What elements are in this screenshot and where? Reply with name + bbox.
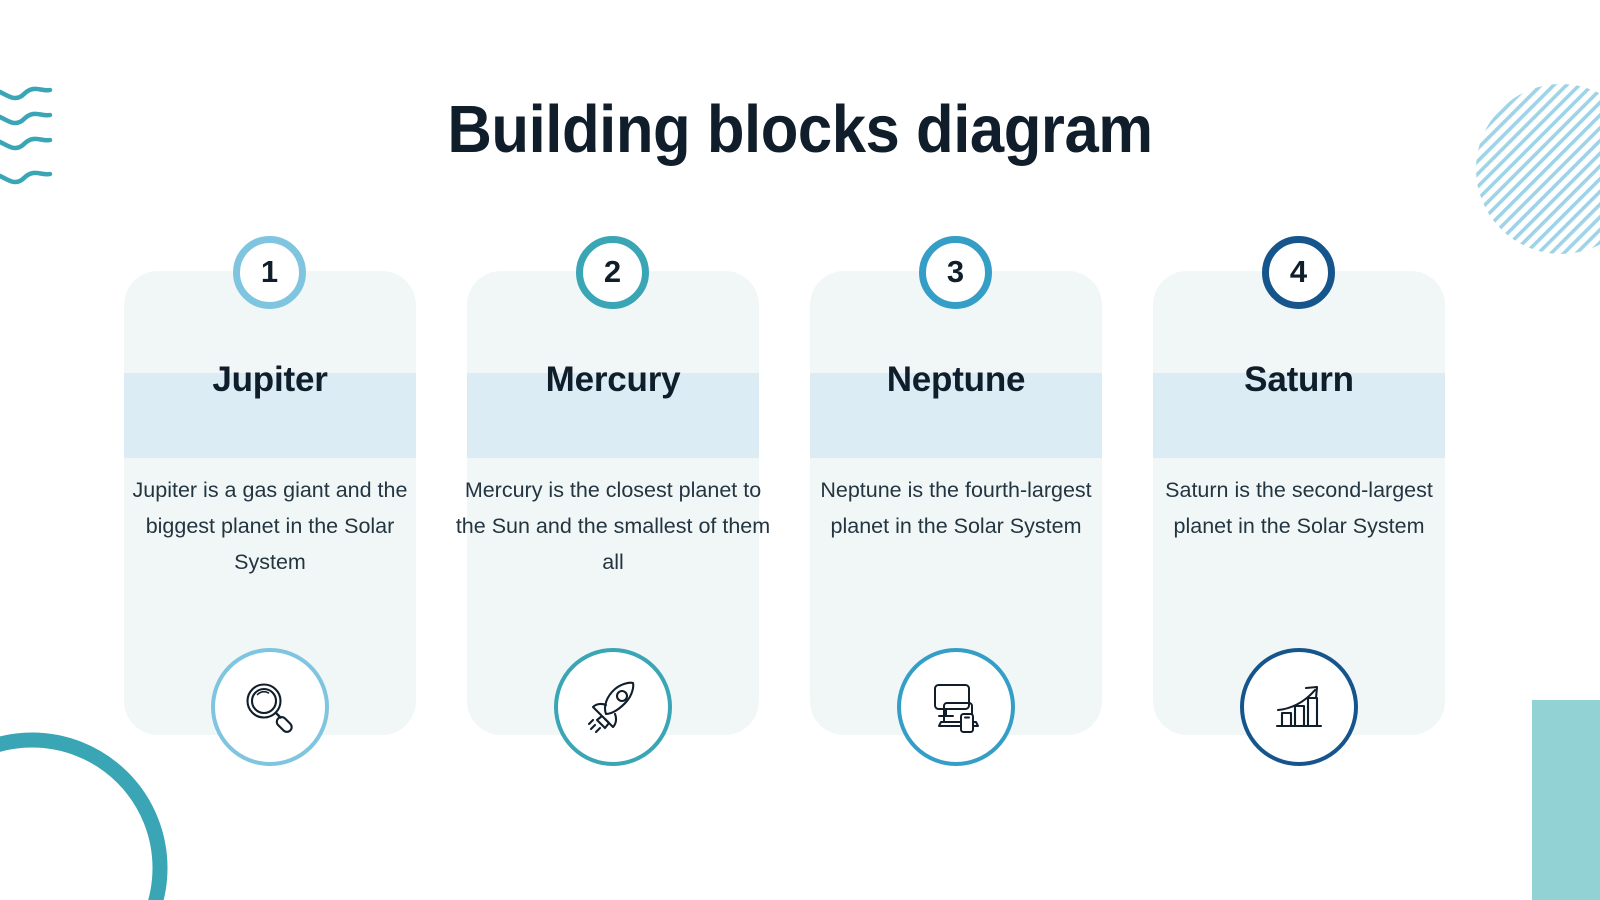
card-2-number-badge: 2 (576, 236, 649, 309)
card-4-title-band (1153, 373, 1445, 458)
card-1-number-badge: 1 (233, 236, 306, 309)
card-3-number: 3 (946, 254, 965, 289)
card-3-description: Neptune is the fourth-largest planet in … (820, 478, 1092, 538)
card-1-number: 1 (260, 254, 279, 289)
card-4-number: 4 (1289, 254, 1308, 289)
card-3-number-badge: 3 (919, 236, 992, 309)
card-2-number: 2 (603, 254, 622, 289)
card-1[interactable]: Jupiter Jupiter is a gas giant and the b… (124, 236, 416, 796)
card-3-title-band (810, 373, 1102, 458)
rocket-icon (587, 681, 635, 734)
wave-lines-icon (0, 86, 53, 185)
card-2-icon-circle[interactable] (554, 648, 672, 766)
card-4-description: Saturn is the second-largest planet in t… (1165, 478, 1433, 538)
card-2[interactable]: Mercury Mercury is the closest planet to… (456, 236, 770, 796)
cards-row: Jupiter Jupiter is a gas giant and the b… (124, 236, 1446, 796)
card-1-icon-circle[interactable] (211, 648, 329, 766)
magnifier-icon (246, 683, 293, 733)
card-4[interactable]: Saturn Saturn is the second-largest plan… (1153, 236, 1445, 796)
solid-bar-decoration (1532, 700, 1600, 900)
card-3[interactable]: Neptune Neptune is the fourth-largest pl… (810, 236, 1102, 796)
card-4-number-badge: 4 (1262, 236, 1335, 309)
page-title: Building blocks diagram (447, 92, 1153, 167)
card-1-title: Jupiter (212, 360, 328, 399)
card-1-description: Jupiter is a gas giant and the biggest p… (132, 478, 408, 574)
growth-chart-icon (1275, 685, 1323, 728)
devices-icon (934, 684, 979, 733)
card-2-title-band (467, 373, 759, 458)
card-3-title: Neptune (886, 360, 1026, 399)
card-4-body (1153, 271, 1445, 735)
card-3-icon-circle[interactable] (897, 648, 1015, 766)
card-2-description: Mercury is the closest planet to the Sun… (455, 478, 771, 574)
card-4-title: Saturn (1244, 360, 1354, 399)
card-2-title: Mercury (545, 360, 681, 399)
card-1-title-band (124, 373, 416, 458)
card-4-icon-circle[interactable] (1240, 648, 1358, 766)
